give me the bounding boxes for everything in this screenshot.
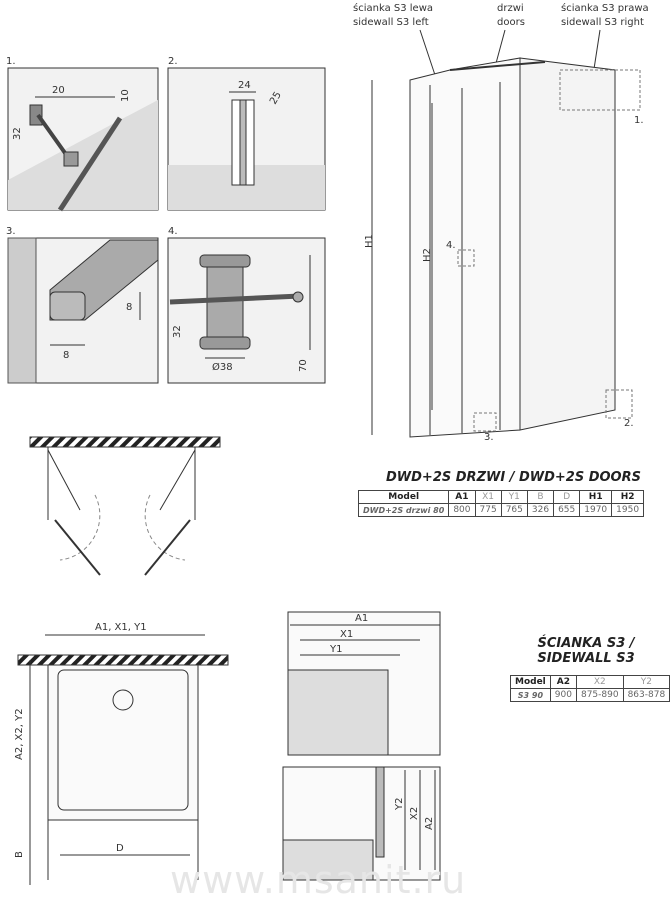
detail-1: 1. 20 10 32 bbox=[6, 56, 159, 212]
svg-text:A2: A2 bbox=[424, 817, 435, 830]
detail-2: 2. 24 25 bbox=[167, 56, 326, 211]
svg-text:3.: 3. bbox=[484, 432, 494, 443]
svg-text:8: 8 bbox=[126, 302, 132, 313]
header-x2: X2 bbox=[575, 675, 624, 689]
cell: 800 bbox=[448, 503, 476, 517]
header-b: B bbox=[526, 490, 555, 504]
detail-4: 4. Ø38 32 70 bbox=[167, 226, 326, 384]
svg-text:70: 70 bbox=[298, 359, 309, 372]
callouts: ścianka S3 lewa sidewall S3 left drzwi d… bbox=[353, 2, 649, 116]
cell: 655 bbox=[553, 503, 581, 517]
svg-text:B: B bbox=[14, 851, 25, 858]
svg-text:2.: 2. bbox=[624, 418, 634, 429]
sidewall-title-line2: SIDEWALL S3 bbox=[537, 651, 635, 666]
svg-text:Y1: Y1 bbox=[329, 644, 342, 655]
doors-table-title: DWD+2S DRZWI / DWD+2S DOORS bbox=[386, 470, 641, 485]
header-model: Model bbox=[357, 490, 450, 504]
svg-text:H2: H2 bbox=[422, 248, 433, 262]
svg-text:Y2: Y2 bbox=[394, 798, 405, 811]
cell: 326 bbox=[526, 503, 555, 517]
header-y1: Y1 bbox=[500, 490, 528, 504]
svg-text:Ø38: Ø38 bbox=[212, 361, 233, 373]
section-detail: A1 X1 Y1 Y2 X2 A2 bbox=[282, 611, 441, 881]
svg-text:X1: X1 bbox=[340, 629, 353, 640]
svg-text:8: 8 bbox=[63, 350, 69, 361]
svg-text:ścianka S3 lewa: ścianka S3 lewa bbox=[353, 2, 433, 14]
cell-model: S3 90 bbox=[510, 688, 551, 702]
svg-text:1.: 1. bbox=[6, 56, 16, 67]
watermark: www.msanit.ru bbox=[170, 858, 467, 902]
table-header-row: Model A2 X2 Y2 bbox=[510, 675, 671, 689]
header-y2: Y2 bbox=[622, 675, 671, 689]
header-d: D bbox=[553, 490, 581, 504]
svg-text:A2, X2, Y2: A2, X2, Y2 bbox=[14, 708, 25, 760]
header-h2: H2 bbox=[611, 490, 645, 504]
plan-view: A1, X1, Y1 A2, X2, Y2 B D bbox=[14, 622, 229, 885]
sidewall-title-line1: ŚCIANKA S3 / bbox=[537, 636, 635, 651]
svg-text:sidewall S3 right: sidewall S3 right bbox=[561, 17, 644, 28]
header-x1: X1 bbox=[474, 490, 502, 504]
svg-text:D: D bbox=[116, 843, 124, 854]
cell-model: DWD+2S drzwi 80 bbox=[357, 503, 450, 517]
svg-text:1.: 1. bbox=[634, 115, 644, 126]
table-header-row: Model A1 X1 Y1 B D H1 H2 bbox=[357, 490, 645, 504]
svg-text:3.: 3. bbox=[6, 226, 16, 237]
svg-text:drzwi: drzwi bbox=[497, 3, 524, 14]
svg-text:ścianka S3 prawa: ścianka S3 prawa bbox=[561, 2, 649, 14]
svg-text:2.: 2. bbox=[168, 56, 178, 67]
svg-text:32: 32 bbox=[12, 127, 23, 140]
sidewall-table: Model A2 X2 Y2 S3 90 900 875-890 863-878 bbox=[510, 675, 671, 702]
cell: 900 bbox=[549, 688, 577, 702]
header-a2: A2 bbox=[549, 675, 577, 689]
svg-text:sidewall S3 left: sidewall S3 left bbox=[353, 17, 429, 28]
shower-3d-view: H1 H2 1. 2. 3. 4. bbox=[364, 57, 644, 443]
table-row: DWD+2S drzwi 80 800 775 765 326 655 1970… bbox=[357, 503, 645, 517]
svg-text:H1: H1 bbox=[364, 234, 375, 248]
svg-text:32: 32 bbox=[172, 325, 183, 338]
cell: 1970 bbox=[579, 503, 613, 517]
header-model: Model bbox=[510, 675, 551, 689]
svg-text:A1: A1 bbox=[355, 613, 368, 624]
cell: 863-878 bbox=[622, 688, 671, 702]
cell: 765 bbox=[500, 503, 528, 517]
doors-table: Model A1 X1 Y1 B D H1 H2 DWD+2S drzwi 80… bbox=[357, 490, 645, 517]
svg-text:10: 10 bbox=[120, 89, 131, 102]
svg-text:20: 20 bbox=[52, 85, 65, 96]
svg-text:4.: 4. bbox=[168, 226, 178, 237]
svg-text:doors: doors bbox=[497, 17, 525, 28]
door-swing-diagram bbox=[29, 436, 221, 576]
svg-text:24: 24 bbox=[238, 80, 251, 91]
cell: 1950 bbox=[611, 503, 645, 517]
svg-text:X2: X2 bbox=[409, 807, 420, 820]
svg-text:4.: 4. bbox=[446, 240, 456, 251]
header-h1: H1 bbox=[579, 490, 613, 504]
detail-3: 3. 8 8 bbox=[6, 226, 159, 384]
table-row: S3 90 900 875-890 863-878 bbox=[510, 688, 671, 702]
sidewall-table-title: ŚCIANKA S3 / SIDEWALL S3 bbox=[500, 636, 672, 666]
svg-text:A1, X1, Y1: A1, X1, Y1 bbox=[95, 622, 147, 633]
header-a1: A1 bbox=[448, 490, 476, 504]
cell: 875-890 bbox=[575, 688, 624, 702]
cell: 775 bbox=[474, 503, 502, 517]
